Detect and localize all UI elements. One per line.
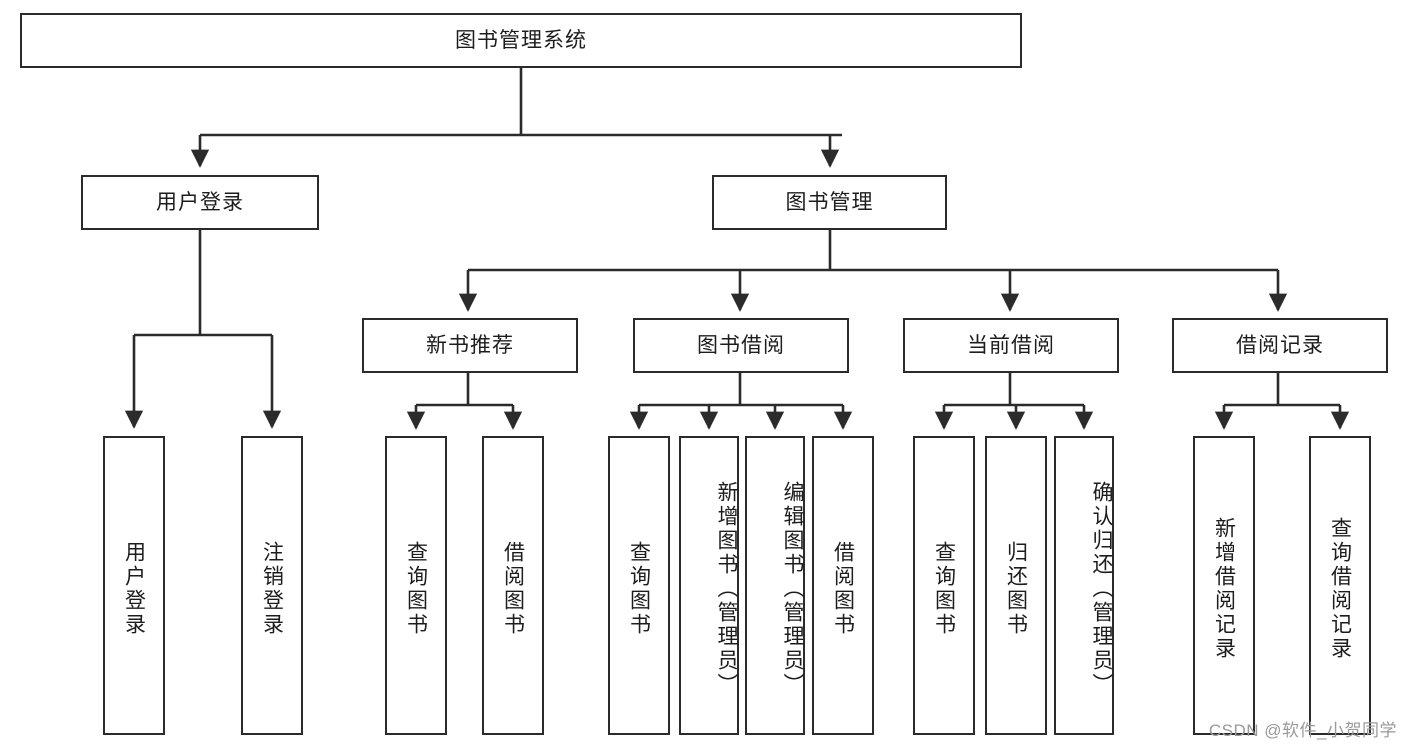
node-user-login-label: 用户登录 [156,191,244,214]
node-current-borrow[interactable]: 当前借阅 [903,318,1119,373]
node-book-manage-label: 图书管理 [785,191,874,214]
node-leaf-return-book[interactable]: 归还图书 [985,436,1047,735]
node-leaf-borrow-book-borrow[interactable]: 借阅图书 [812,436,874,735]
node-leaf-query-book-borrow-label: 查询图书 [627,540,651,637]
node-leaf-add-book-admin[interactable]: 新增图书（管理员） [679,436,739,735]
node-leaf-query-book-borrow[interactable]: 查询图书 [608,436,670,735]
node-leaf-confirm-return-admin[interactable]: 确认归还（管理员） [1054,436,1114,735]
node-leaf-edit-book-admin[interactable]: 编辑图书（管理员） [745,436,805,735]
node-borrow-record[interactable]: 借阅记录 [1172,318,1388,373]
node-leaf-borrow-book-recommend-label: 借阅图书 [501,540,525,637]
node-leaf-query-book-current[interactable]: 查询图书 [913,436,975,735]
node-leaf-edit-book-admin-label: 编辑图书（管理员） [781,480,804,697]
node-new-book-recommend[interactable]: 新书推荐 [362,318,578,373]
node-leaf-query-borrow-record-label: 查询借阅记录 [1328,516,1352,661]
node-leaf-borrow-book-borrow-label: 借阅图书 [831,540,855,637]
node-leaf-user-login-label: 用户登录 [122,540,146,637]
node-leaf-query-book-recommend-label: 查询图书 [404,540,428,637]
node-leaf-add-book-admin-label: 新增图书（管理员） [715,480,738,697]
node-root-system[interactable]: 图书管理系统 [20,13,1022,68]
csdn-watermark: CSDN @软件_小贺同学 [1208,721,1397,740]
node-leaf-query-borrow-record[interactable]: 查询借阅记录 [1309,436,1371,735]
node-current-borrow-label: 当前借阅 [967,334,1055,357]
node-leaf-user-login[interactable]: 用户登录 [103,436,165,735]
node-borrow-record-label: 借阅记录 [1236,334,1324,357]
node-leaf-add-borrow-record-label: 新增借阅记录 [1212,516,1236,661]
node-book-manage[interactable]: 图书管理 [712,175,947,230]
node-leaf-add-borrow-record[interactable]: 新增借阅记录 [1193,436,1255,735]
node-leaf-user-logout-label: 注销登录 [260,540,284,637]
node-leaf-query-book-recommend[interactable]: 查询图书 [385,436,447,735]
node-leaf-query-book-current-label: 查询图书 [932,540,956,637]
node-leaf-confirm-return-admin-label: 确认归还（管理员） [1090,480,1113,697]
node-book-borrow[interactable]: 图书借阅 [633,318,849,373]
node-root-label: 图书管理系统 [455,29,587,52]
node-book-borrow-label: 图书借阅 [697,334,785,357]
node-leaf-user-logout[interactable]: 注销登录 [241,436,303,735]
node-leaf-return-book-label: 归还图书 [1004,540,1028,637]
node-leaf-borrow-book-recommend[interactable]: 借阅图书 [482,436,544,735]
node-new-book-recommend-label: 新书推荐 [426,334,514,357]
node-user-login[interactable]: 用户登录 [81,175,319,230]
